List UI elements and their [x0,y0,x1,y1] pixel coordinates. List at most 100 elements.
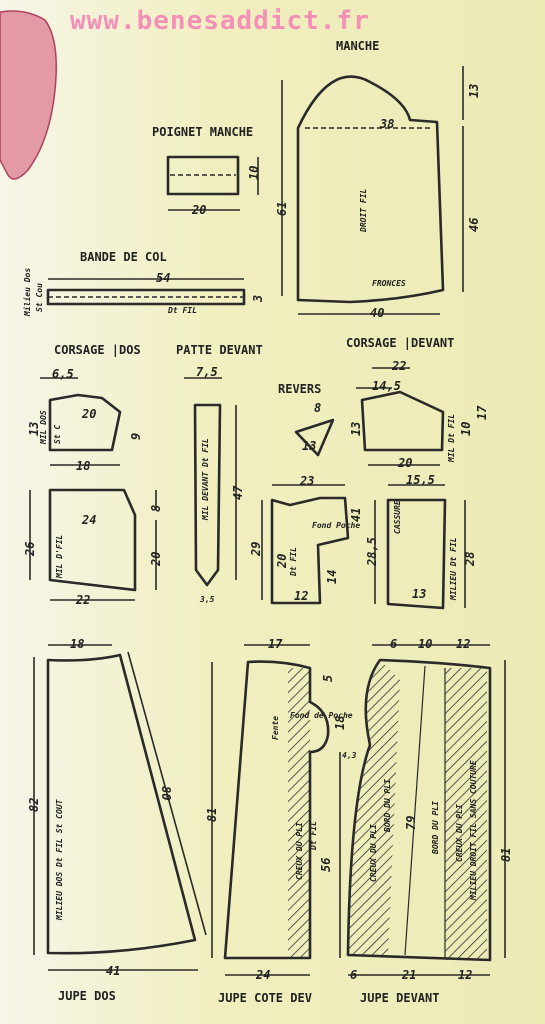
dim-manche-61: 61 [275,201,289,216]
title-jupe-devant: JUPE DEVANT [360,991,440,1005]
dim-manche-13: 13 [467,83,481,98]
dim-jv-81: 81 [499,847,513,862]
dim-jc-17: 17 [268,637,283,651]
dim-jv-12b: 12 [458,968,473,982]
dim-poignet-10: 10 [247,165,261,180]
dim-jv-6b: 6 [350,968,358,982]
note-milieu-dos: Milieu Dos [23,267,32,316]
dim-jv-10: 10 [418,637,433,651]
dim-revers-8: 8 [314,401,322,415]
hand-illustration [0,10,57,180]
watermark: www.benesaddict.fr [70,6,370,36]
dim-pd-47: 47 [231,485,245,500]
note-bande-dtfil: Dt FIL [168,306,197,315]
dim-cd-20b: 20 [149,551,163,566]
dim-jv-21: 21 [402,968,417,982]
corsage-dos-bottom [48,488,137,592]
note-creux-pli2: CREUX DU PLI [369,824,378,882]
dim-jv-6: 6 [390,637,398,651]
title-poignet: POIGNET MANCHE [152,125,254,139]
corsage-devant-top [360,390,445,452]
dim-poignet-20: 20 [192,203,207,217]
dim-bande-54: 54 [156,271,171,285]
dim-cv-12: 12 [294,589,309,603]
title-revers: REVERS [278,382,322,396]
dim-cd-9: 9 [129,432,143,440]
jupe-dos-piece [46,653,197,955]
note-bord-pli2: BORD DU PLI [431,801,440,854]
title-bande-col: BANDE DE COL [80,250,167,264]
note-milieu-dtfil: MILIEU Dt FIL [449,537,458,600]
dim-cd-22: 22 [76,593,91,607]
dim-jc-81: 81 [205,807,219,822]
corsage-dos-top [48,393,122,452]
dim-jc-43: 4,3 [342,751,357,760]
note-fond-poche: Fond Poche [312,521,361,530]
note-st-cou: St Cou [35,283,44,312]
note-mil-dos: MIL DOS [39,410,48,444]
dim-cv-155: 15,5 [406,473,435,487]
note-fronces: FRONCES [372,279,406,288]
dim-manche-40: 40 [370,306,385,320]
title-jupe-cote: JUPE COTE DEV [218,991,312,1005]
dim-cv-285: 28,5 [365,537,379,566]
dim-bande-3: 3 [251,294,265,302]
note-milieu-dos-long: MILIEU DOS Dt FIL St COUT [55,799,64,920]
note-dt-fil3: Dt FIL [309,821,318,850]
jupe-devant-piece [346,658,492,962]
dim-cv-41: 41 [349,507,363,522]
patte-devant-piece [193,403,222,587]
dim-jv-79: 79 [404,815,418,830]
dim-cv-13b: 13 [412,587,427,601]
manche-piece [296,75,445,304]
dim-jv-12: 12 [456,637,471,651]
dim-cv-28: 28 [463,551,477,566]
dim-jc-56: 56 [319,857,333,872]
note-mil-dtfil: MIL Dt FIL [447,413,456,462]
dim-cd-65: 6,5 [52,367,74,381]
dim-jd-41: 41 [106,964,121,978]
dim-cv-29: 29 [249,541,263,556]
note-creux-pli: CREUX DU PLI [295,822,304,880]
dim-revers-13: 13 [302,439,317,453]
dim-cd-26: 26 [23,541,37,556]
dim-manche-46: 46 [467,217,481,232]
note-stc: St C [53,424,62,444]
corsage-devant-right [386,498,447,610]
dim-cv-14: 14 [325,569,339,584]
dim-cv-23: 23 [300,474,315,488]
note-creux-pli3: CREUX DU PLI [455,804,464,862]
note-sans-couture: MILIEU DROIT FIL SANS COUTURE [469,760,478,900]
dim-cv-10: 10 [459,421,473,436]
dim-manche-38: 38 [380,117,395,131]
dim-cd-20: 20 [82,407,97,421]
dim-jc-5: 5 [321,674,335,682]
dim-jd-82: 82 [27,797,41,812]
title-patte-devant: PATTE DEVANT [176,343,263,357]
dim-cv-13: 13 [349,421,363,436]
title-manche: MANCHE [336,39,380,53]
dim-cd-24: 24 [82,513,97,527]
dim-cv-145: 14,5 [372,379,401,393]
title-corsage-devant: CORSAGE |DEVANT [346,336,455,350]
dim-pd-75: 7,5 [196,365,218,379]
title-corsage-dos: CORSAGE |DOS [54,343,141,357]
note-cassure: CASSURE [393,500,402,534]
note-dtfil2: Dt FIL [289,547,298,576]
jupe-cote-piece [223,660,330,960]
dim-cv-17: 17 [475,405,489,420]
note-bord-pli: BORD DU PLI [383,779,392,832]
dim-cv-22: 22 [392,359,407,373]
dim-cv-20b: 20 [275,553,289,568]
dim-cv-20: 20 [398,456,413,470]
dim-jc-24: 24 [256,968,271,982]
dim-cd-18: 18 [76,459,91,473]
note-droit-fil: DROIT FIL [359,188,368,232]
dim-jd-18: 18 [70,637,85,651]
note-fond-de-poche: Fond de Poche [290,711,353,720]
revers-piece [294,418,335,457]
note-mil-devant: MIL DEVANT Dt FIL [201,438,210,520]
dim-cd-8: 8 [149,504,163,512]
note-mil-dfil: MIL D'FIL [55,534,64,578]
